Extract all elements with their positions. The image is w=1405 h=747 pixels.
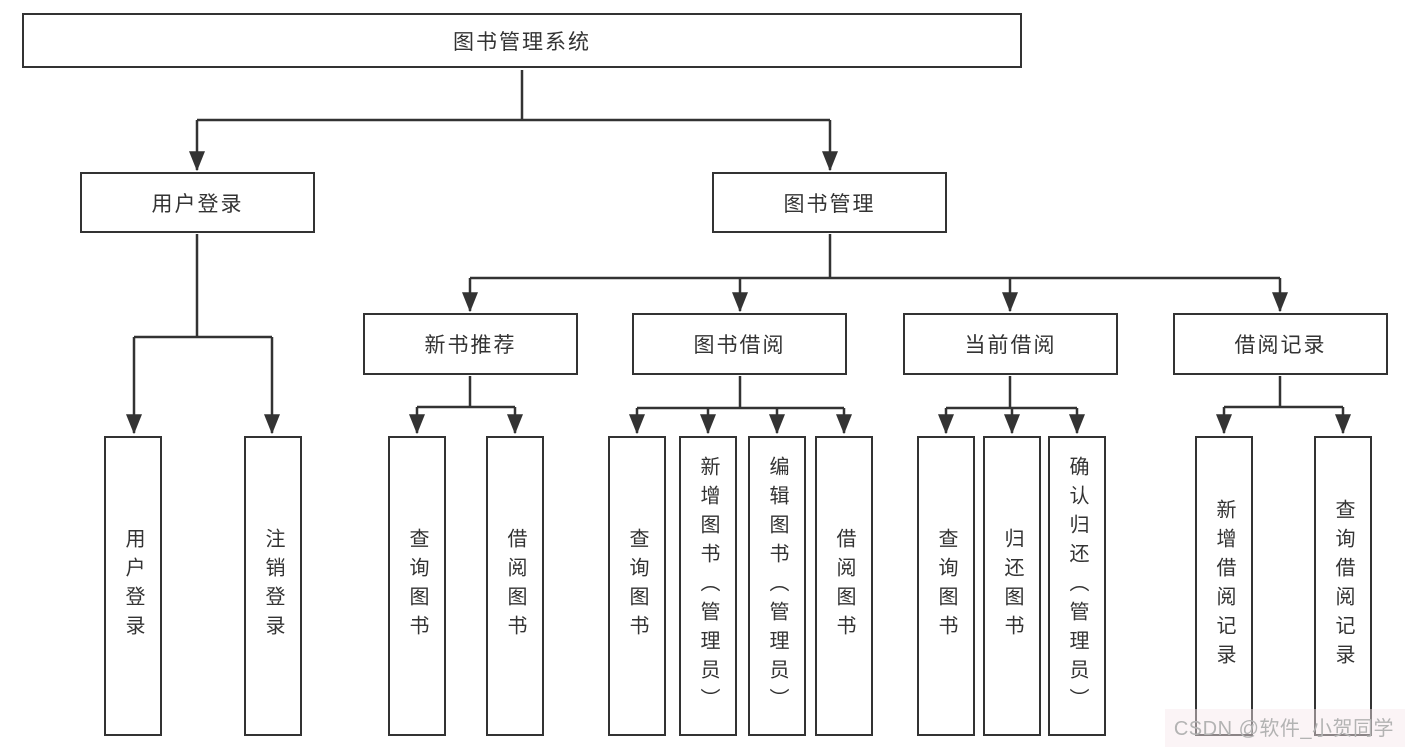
leaf-logout: 注销登录 <box>244 436 302 736</box>
node-label: 查询图书 <box>626 528 648 644</box>
leaf-records-add-record: 新增借阅记录 <box>1195 436 1253 736</box>
node-label: 查询借阅记录 <box>1332 499 1354 673</box>
node-label: 图书管理 <box>783 192 876 216</box>
leaf-borrow-edit-books-admin: 编辑图书（管理员） <box>748 436 806 736</box>
node-label: 注销登录 <box>262 528 284 644</box>
node-label: 用户登录 <box>122 528 144 644</box>
node-label: 查询图书 <box>406 528 428 644</box>
node-label: 查询图书 <box>935 528 957 644</box>
node-label: 编辑图书（管理员） <box>766 455 788 717</box>
node-book-borrow: 图书借阅 <box>632 313 847 375</box>
node-new-book-recommend: 新书推荐 <box>363 313 578 375</box>
node-root: 图书管理系统 <box>22 13 1022 68</box>
leaf-records-query-record: 查询借阅记录 <box>1314 436 1372 736</box>
node-label: 新增借阅记录 <box>1213 499 1235 673</box>
node-label: 新增图书（管理员） <box>697 455 719 717</box>
leaf-current-query-books: 查询图书 <box>917 436 975 736</box>
leaf-borrow-borrow-books: 借阅图书 <box>815 436 873 736</box>
leaf-borrow-add-books-admin: 新增图书（管理员） <box>679 436 737 736</box>
node-label: 确认归还（管理员） <box>1066 455 1088 717</box>
connector-bus-lines <box>134 70 1343 410</box>
node-label: 图书借阅 <box>693 334 786 357</box>
node-label: 借阅记录 <box>1234 334 1327 357</box>
leaf-recommend-borrow-books: 借阅图书 <box>486 436 544 736</box>
node-label: 当前借阅 <box>964 334 1057 357</box>
node-label: 借阅图书 <box>504 528 526 644</box>
node-borrow-records: 借阅记录 <box>1173 313 1388 375</box>
leaf-current-confirm-return-admin: 确认归还（管理员） <box>1048 436 1106 736</box>
node-current-borrow: 当前借阅 <box>903 313 1118 375</box>
node-label: 借阅图书 <box>833 528 855 644</box>
node-label: 图书管理系统 <box>453 30 591 54</box>
leaf-recommend-query-books: 查询图书 <box>388 436 446 736</box>
leaf-current-return-books: 归还图书 <box>983 436 1041 736</box>
node-label: 归还图书 <box>1001 528 1023 644</box>
leaf-user-login: 用户登录 <box>104 436 162 736</box>
node-label: 用户登录 <box>151 192 244 216</box>
watermark: CSDN @软件_小贺同学 <box>1173 718 1394 740</box>
node-user-login: 用户登录 <box>80 172 315 233</box>
leaf-borrow-query-books: 查询图书 <box>608 436 666 736</box>
node-book-management: 图书管理 <box>712 172 947 233</box>
node-label: 新书推荐 <box>424 334 517 357</box>
